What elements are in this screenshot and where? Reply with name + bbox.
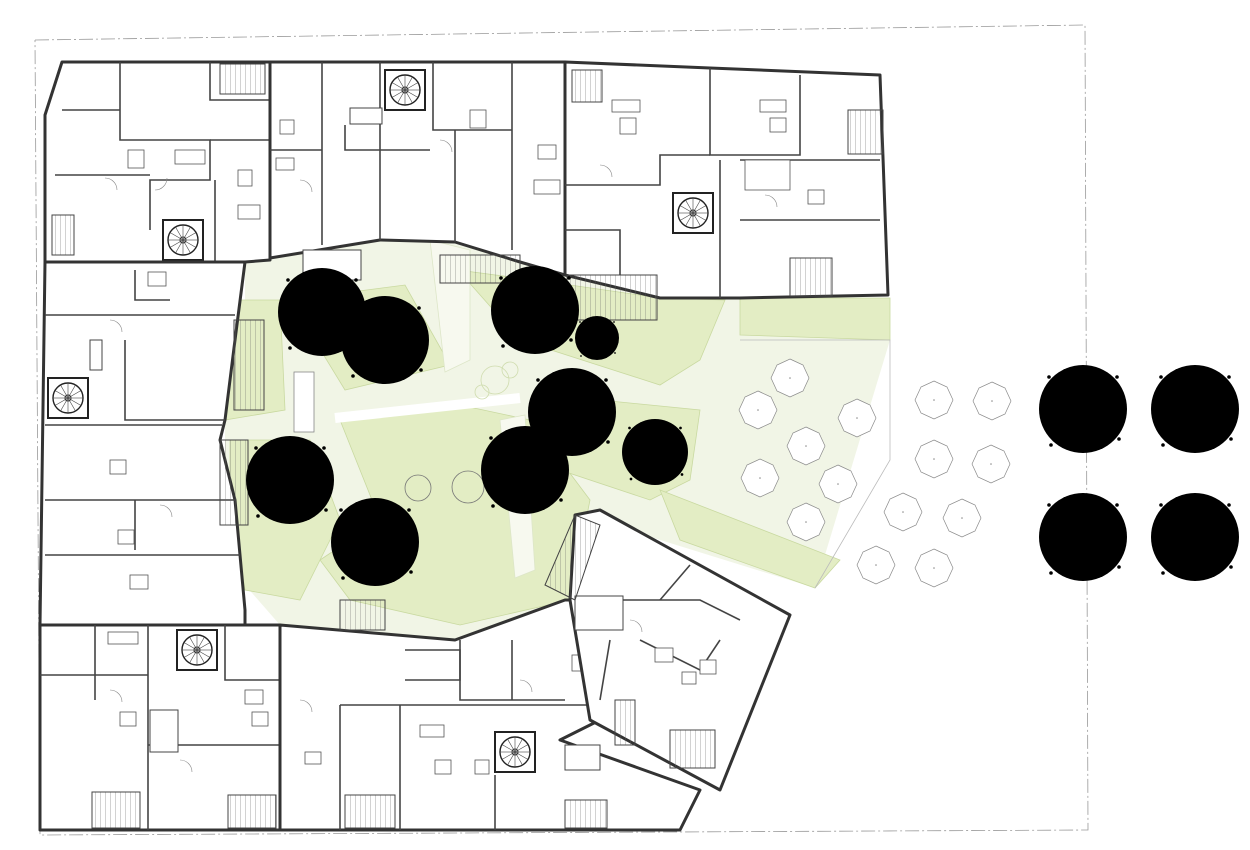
bench bbox=[293, 371, 315, 433]
lot-edge bbox=[740, 339, 891, 589]
building-bottom-left bbox=[38, 623, 282, 832]
courtyard-tree bbox=[331, 498, 419, 586]
courtyard-tree bbox=[341, 296, 429, 384]
street-tree bbox=[1039, 365, 1127, 453]
courtyard-lawn bbox=[739, 297, 891, 341]
plot-boundary bbox=[34, 24, 1089, 836]
street-trees bbox=[1039, 365, 1239, 581]
ghost-tree bbox=[474, 361, 519, 400]
building-bottom-right bbox=[544, 508, 792, 792]
street-tree bbox=[1151, 365, 1239, 453]
building-top-left bbox=[43, 60, 272, 264]
courtyard-path bbox=[334, 393, 521, 423]
courtyard-tree bbox=[575, 316, 619, 360]
street-tree bbox=[1151, 493, 1239, 581]
planter-ring bbox=[404, 474, 432, 502]
street-tree bbox=[1039, 493, 1127, 581]
building-left bbox=[38, 260, 265, 627]
courtyard-tree bbox=[246, 436, 334, 524]
planter-ring bbox=[451, 470, 485, 504]
courtyard-tree bbox=[622, 419, 688, 485]
courtyard-tree bbox=[481, 426, 569, 514]
courtyard-tree bbox=[491, 266, 579, 354]
building-top-right bbox=[563, 60, 890, 321]
